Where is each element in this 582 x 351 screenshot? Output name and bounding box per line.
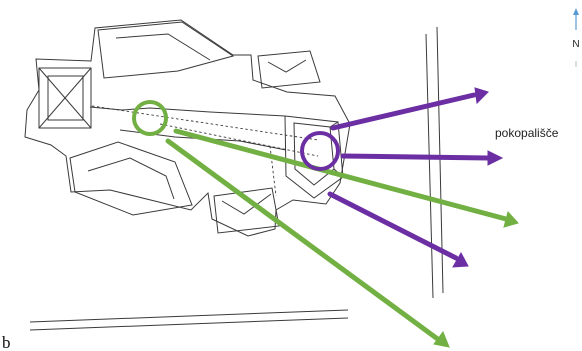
wing-south-ridge	[87, 157, 175, 200]
road-edge-west	[425, 33, 434, 299]
axis-line-upper	[91, 105, 319, 141]
wing-north-roof	[97, 21, 235, 79]
road	[29, 26, 444, 331]
north-arrow-icon	[573, 8, 579, 67]
sight-lines-green	[165, 128, 519, 348]
purple-arrowhead-east	[487, 150, 504, 166]
axis-line-lower	[159, 123, 319, 157]
wing-northeast-ridge	[267, 59, 307, 73]
wing-southeast-roof	[213, 187, 280, 234]
green-line-to-east	[173, 128, 509, 222]
destination-label: pokopališče	[495, 126, 559, 140]
green-arrowhead-southeast	[433, 330, 450, 348]
purple-line-northeast	[330, 92, 477, 131]
wing-north-ridge	[115, 33, 211, 61]
green-line-to-southeast	[165, 138, 442, 343]
wing-southeast-ridge	[221, 193, 272, 215]
path-edge-upper	[29, 309, 349, 323]
building-outlines	[24, 19, 351, 237]
figure-label: b	[2, 333, 11, 351]
building-outline-main	[24, 19, 351, 237]
wing-northeast-roof	[257, 50, 321, 89]
purple-line-east	[340, 153, 491, 161]
axis-line-vertical	[269, 145, 277, 197]
path-edge-lower	[29, 317, 349, 331]
purple-line-southeast	[327, 191, 459, 261]
purple-arrowhead-northeast	[474, 87, 489, 105]
wing-south-roof	[69, 141, 193, 216]
wing-east	[284, 115, 344, 199]
north-label: N	[572, 39, 579, 50]
green-viewpoint-circle	[132, 100, 168, 136]
interior-roof-edge	[89, 106, 286, 117]
purple-viewpoint-circle	[300, 131, 340, 171]
axis-lines	[91, 105, 319, 197]
green-arrowhead-east	[503, 210, 519, 228]
wing-west-roof	[47, 75, 84, 121]
purple-arrowhead-southeast	[452, 251, 469, 268]
sight-lines-purple	[327, 87, 504, 268]
